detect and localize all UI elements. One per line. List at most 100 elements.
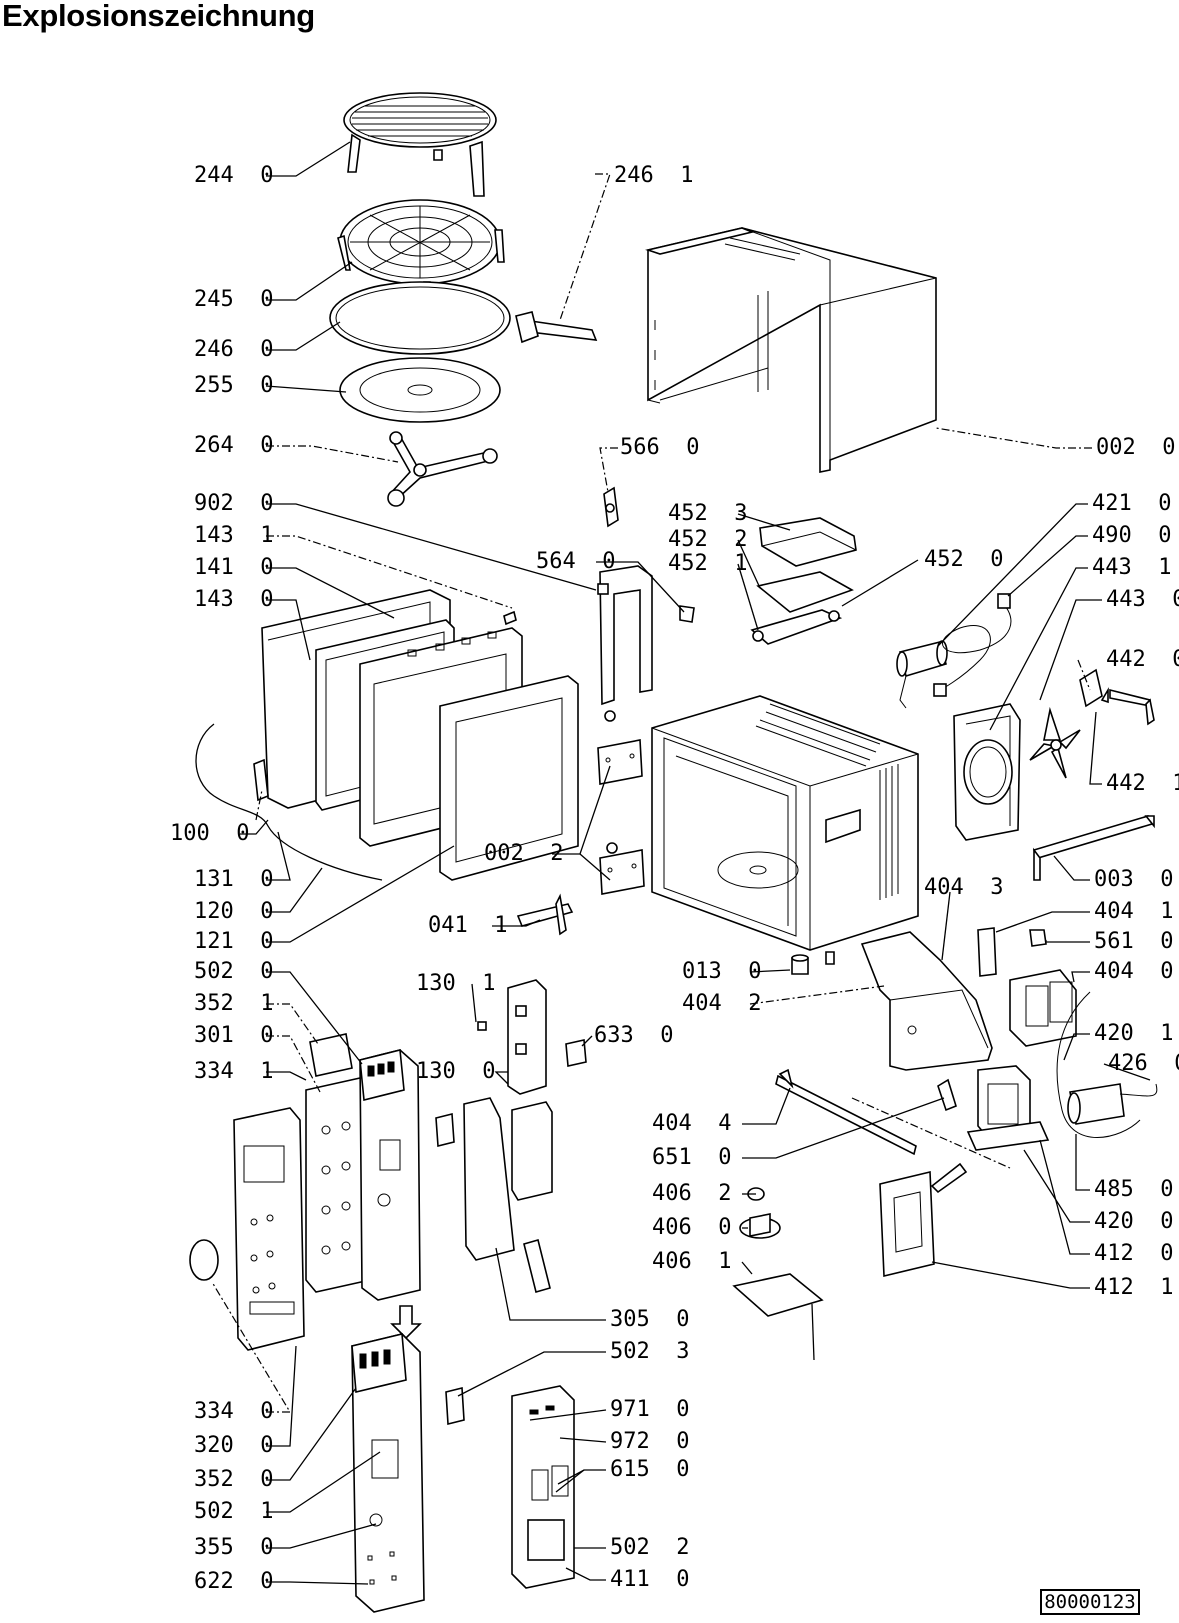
label-490-0: 490 0 bbox=[1092, 523, 1171, 548]
label-564-0: 564 0 bbox=[536, 549, 615, 574]
label-246-0: 246 0 bbox=[194, 337, 273, 362]
label-971-0: 971 0 bbox=[610, 1397, 689, 1422]
label-334-0: 334 0 bbox=[194, 1399, 273, 1424]
part-transformer bbox=[1009, 969, 1077, 1047]
label-902-0: 902 0 bbox=[194, 491, 273, 516]
label-320-0: 320 0 bbox=[194, 1433, 273, 1458]
label-246-1: 246 1 bbox=[614, 163, 693, 188]
part-power-board bbox=[511, 1385, 575, 1589]
part-control-board-upper bbox=[359, 1048, 455, 1340]
part-capacitor bbox=[896, 640, 948, 709]
label-502-0: 502 0 bbox=[194, 959, 273, 984]
part-labels: 244 0 246 1 245 0 246 0 255 0 264 0 566 … bbox=[170, 163, 1179, 1594]
part-plate-412 bbox=[879, 1162, 968, 1278]
label-406-1: 406 1 bbox=[652, 1249, 731, 1274]
part-switch-bracket bbox=[477, 979, 587, 1095]
label-404-4: 404 4 bbox=[652, 1111, 731, 1136]
label-255-0: 255 0 bbox=[194, 373, 273, 398]
label-264-0: 264 0 bbox=[194, 433, 273, 458]
part-door-seal bbox=[195, 723, 383, 881]
label-566-0: 566 0 bbox=[620, 435, 699, 460]
label-452-3: 452 3 bbox=[668, 501, 747, 526]
part-stay-bar bbox=[1032, 815, 1155, 881]
part-outer-casing bbox=[645, 227, 937, 473]
label-406-0: 406 0 bbox=[652, 1215, 731, 1240]
part-foot bbox=[791, 951, 835, 975]
part-latch bbox=[516, 893, 574, 936]
label-352-1: 352 1 bbox=[194, 991, 273, 1016]
leader-lines bbox=[211, 141, 1151, 1585]
label-972-0: 972 0 bbox=[610, 1429, 689, 1454]
label-305-0: 305 0 bbox=[610, 1307, 689, 1332]
label-452-2: 452 2 bbox=[668, 527, 747, 552]
label-130-1: 130 1 bbox=[416, 971, 495, 996]
part-406 bbox=[732, 1187, 824, 1361]
part-roller-ring bbox=[329, 281, 511, 355]
part-keypad bbox=[305, 1033, 371, 1293]
label-002-0: 002 0 bbox=[1096, 435, 1175, 460]
part-roller-support bbox=[387, 431, 498, 507]
part-rack-low bbox=[337, 199, 505, 315]
part-rail bbox=[775, 1068, 1011, 1169]
label-003-0: 003 0 bbox=[1094, 867, 1173, 892]
label-561-0: 561 0 bbox=[1094, 929, 1173, 954]
part-bracket bbox=[515, 311, 598, 344]
label-404-3: 404 3 bbox=[924, 875, 1003, 900]
label-141-0: 141 0 bbox=[194, 555, 273, 580]
page-title: Explosionszeichnung bbox=[2, 0, 315, 33]
part-cover-plates bbox=[597, 710, 645, 895]
label-404-0: 404 0 bbox=[1094, 959, 1173, 984]
label-100-0: 100 0 bbox=[170, 821, 249, 846]
document-number: 80000123 bbox=[1040, 1589, 1140, 1615]
label-502-2: 502 2 bbox=[610, 1535, 689, 1560]
label-442-0: 442 0 bbox=[1106, 647, 1179, 672]
label-130-0: 130 0 bbox=[416, 1059, 495, 1084]
label-244-0: 244 0 bbox=[194, 163, 273, 188]
label-404-1: 404 1 bbox=[1094, 899, 1173, 924]
part-566 bbox=[603, 486, 619, 528]
label-352-0: 352 0 bbox=[194, 1467, 273, 1492]
part-305 bbox=[463, 1097, 553, 1293]
label-121-0: 121 0 bbox=[194, 929, 273, 954]
part-cable-420 bbox=[1056, 991, 1158, 1138]
part-turntable-glass bbox=[339, 357, 501, 423]
part-fan bbox=[1029, 706, 1081, 779]
part-cover-452 bbox=[750, 517, 857, 645]
part-fan-motor bbox=[1079, 668, 1155, 726]
part-rack-high bbox=[343, 92, 497, 197]
part-control-panel-cover bbox=[189, 1107, 305, 1351]
label-442-1: 442 1 bbox=[1106, 771, 1179, 796]
part-magnetron bbox=[966, 1065, 1050, 1151]
part-control-board-lower bbox=[351, 1333, 465, 1613]
label-131-0: 131 0 bbox=[194, 867, 273, 892]
label-412-0: 412 0 bbox=[1094, 1241, 1173, 1266]
label-404-2: 404 2 bbox=[682, 991, 761, 1016]
label-120-0: 120 0 bbox=[194, 899, 273, 924]
label-355-0: 355 0 bbox=[194, 1535, 273, 1560]
label-421-0: 421 0 bbox=[1092, 491, 1171, 516]
label-002-2: 002 2 bbox=[484, 841, 563, 866]
part-door-assembly bbox=[253, 589, 579, 881]
label-013-0: 013 0 bbox=[682, 959, 761, 984]
label-633-0: 633 0 bbox=[594, 1023, 673, 1048]
label-301-0: 301 0 bbox=[194, 1023, 273, 1048]
label-412-1: 412 1 bbox=[1094, 1275, 1173, 1300]
label-452-1: 452 1 bbox=[668, 551, 747, 576]
label-143-1-top: 143 1 bbox=[194, 523, 273, 548]
label-245-0: 245 0 bbox=[194, 287, 273, 312]
part-bracket-404 bbox=[860, 927, 1047, 1071]
part-interlock-bracket bbox=[597, 565, 695, 706]
label-406-2: 406 2 bbox=[652, 1181, 731, 1206]
part-fan-housing bbox=[953, 703, 1021, 841]
label-651-0: 651 0 bbox=[652, 1145, 731, 1170]
label-420-0: 420 0 bbox=[1094, 1209, 1173, 1234]
label-143-0: 143 0 bbox=[194, 587, 273, 612]
label-041-1: 041 1 bbox=[428, 913, 507, 938]
label-615-0: 615 0 bbox=[610, 1457, 689, 1482]
label-485-0: 485 0 bbox=[1094, 1177, 1173, 1202]
label-502-1: 502 1 bbox=[194, 1499, 273, 1524]
label-426-0: 426 0 bbox=[1108, 1051, 1179, 1076]
label-622-0: 622 0 bbox=[194, 1569, 273, 1594]
label-334-1: 334 1 bbox=[194, 1059, 273, 1084]
